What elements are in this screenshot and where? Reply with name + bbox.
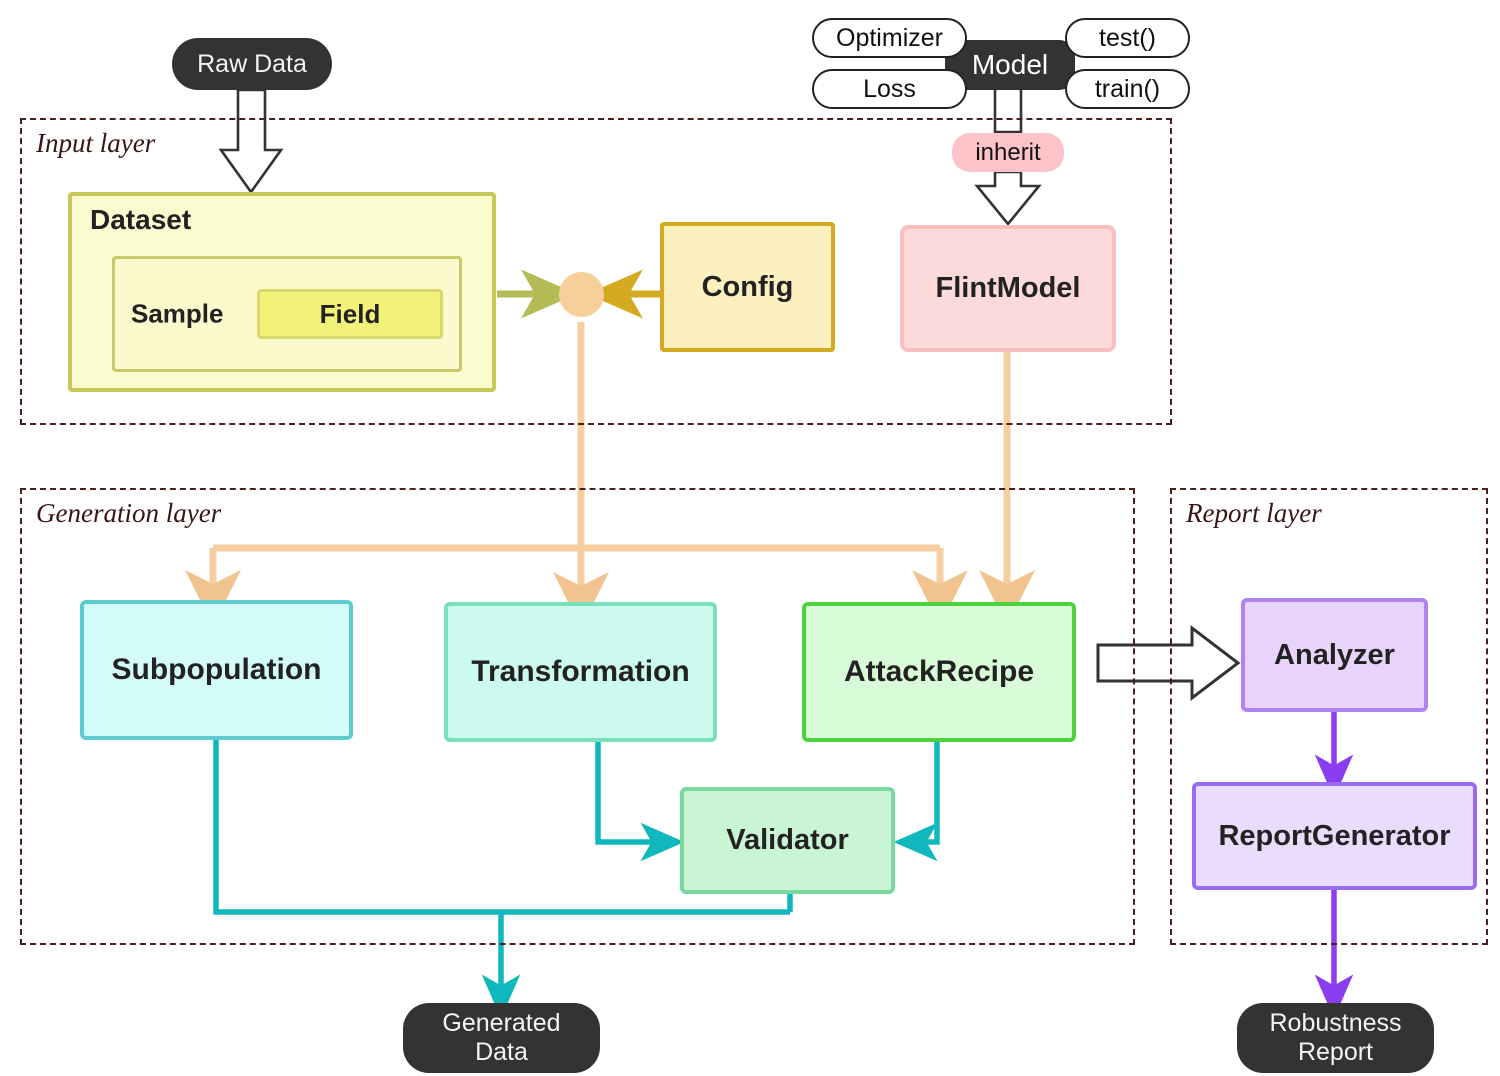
pill-loss-label: Loss [863, 74, 916, 103]
generated-data-line1: Generated [442, 1009, 561, 1038]
layer-input [20, 118, 1172, 425]
node-raw-data[interactable]: Raw Data [172, 38, 332, 90]
layer-generation [20, 488, 1135, 945]
node-dataset[interactable]: Dataset Sample Field [68, 192, 496, 392]
layer-report-label: Report layer [1186, 498, 1322, 528]
transformation-label: Transformation [471, 655, 690, 688]
layer-report [1170, 488, 1488, 945]
node-analyzer[interactable]: Analyzer [1241, 598, 1428, 712]
node-generated-data[interactable]: Generated Data [403, 1003, 600, 1073]
node-subpopulation[interactable]: Subpopulation [80, 600, 353, 740]
pill-optimizer-label: Optimizer [836, 23, 943, 52]
model-box[interactable]: Model [945, 40, 1075, 90]
field-label: Field [319, 298, 381, 329]
subpopulation-label: Subpopulation [111, 653, 322, 686]
pill-train-label: train() [1094, 74, 1161, 103]
analyzer-label: Analyzer [1274, 638, 1395, 671]
node-transformation[interactable]: Transformation [444, 602, 717, 742]
model-label: Model [971, 49, 1049, 80]
node-sample[interactable]: Sample Field [112, 256, 462, 372]
config-label: Config [701, 270, 794, 303]
validator-label: Validator [726, 824, 849, 856]
node-field[interactable]: Field [257, 289, 443, 339]
reportgenerator-label: ReportGenerator [1218, 819, 1451, 852]
merge-junction [559, 272, 604, 317]
generated-data-line2: Data [475, 1038, 528, 1066]
pill-train[interactable]: train() [1065, 69, 1190, 109]
pill-test[interactable]: test() [1065, 18, 1190, 58]
robustness-report-line2: Report [1297, 1038, 1374, 1066]
label-inherit: inherit [952, 133, 1064, 172]
layer-input-label: Input layer [36, 128, 156, 158]
dataset-title: Dataset [90, 204, 192, 235]
node-attackrecipe[interactable]: AttackRecipe [802, 602, 1076, 742]
pill-optimizer[interactable]: Optimizer [812, 18, 967, 58]
raw-data-label: Raw Data [197, 49, 307, 78]
flintmodel-label: FlintModel [935, 272, 1081, 304]
node-reportgenerator[interactable]: ReportGenerator [1192, 782, 1477, 890]
node-config[interactable]: Config [660, 222, 835, 352]
node-flintmodel[interactable]: FlintModel [900, 225, 1116, 352]
pill-test-label: test() [1099, 23, 1156, 52]
robustness-report-line1: Robustness [1269, 1009, 1402, 1038]
node-validator[interactable]: Validator [680, 787, 895, 894]
node-robustness-report[interactable]: Robustness Report [1237, 1003, 1434, 1073]
attackrecipe-label: AttackRecipe [843, 655, 1035, 688]
sample-title: Sample [131, 298, 224, 329]
pill-loss[interactable]: Loss [812, 69, 967, 109]
inherit-label: inherit [975, 138, 1041, 166]
layer-generation-label: Generation layer [36, 498, 222, 528]
